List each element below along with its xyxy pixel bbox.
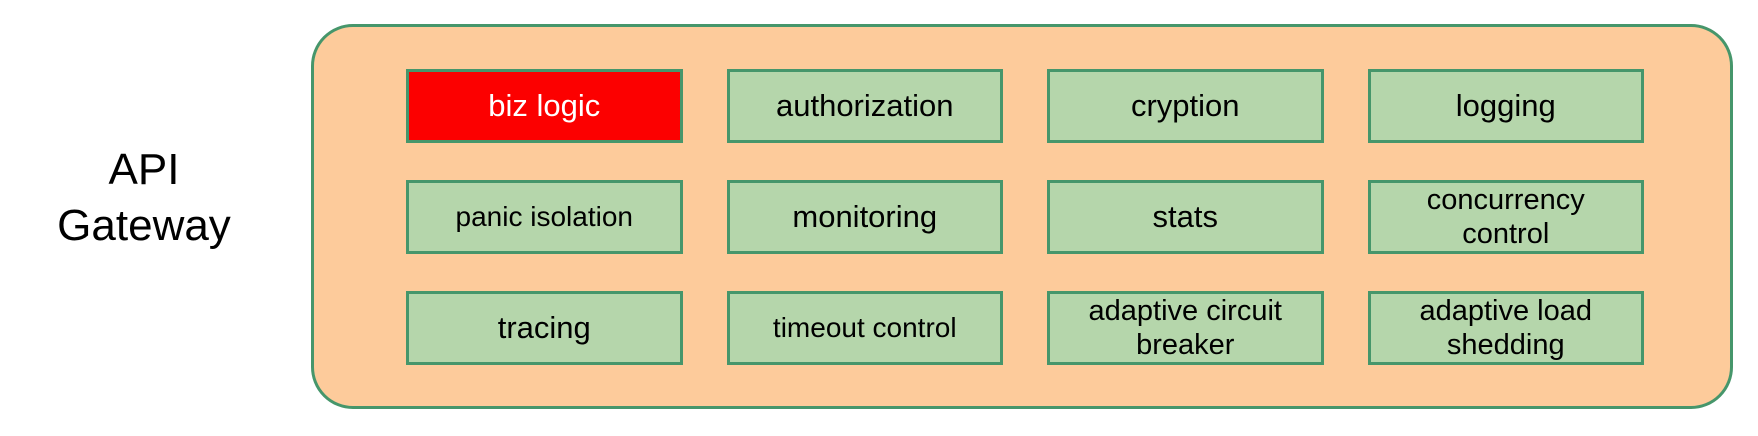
feature-box-adaptive-load-shedding[interactable]: adaptive load shedding [1367, 291, 1644, 365]
feature-box-biz-logic[interactable]: biz logic [406, 69, 683, 143]
feature-box-tracing[interactable]: tracing [406, 291, 683, 365]
feature-box-logging[interactable]: logging [1367, 69, 1644, 143]
api-gateway-container: biz logic authorization cryption logging… [311, 24, 1733, 409]
api-gateway-label: API Gateway [57, 145, 231, 250]
feature-box-cryption[interactable]: cryption [1047, 69, 1324, 143]
feature-grid: biz logic authorization cryption logging… [406, 69, 1644, 365]
feature-box-timeout-control[interactable]: timeout control [726, 291, 1003, 365]
feature-box-concurrency-control[interactable]: concurrency control [1367, 180, 1644, 254]
feature-box-monitoring[interactable]: monitoring [726, 180, 1003, 254]
feature-box-adaptive-circuit-breaker[interactable]: adaptive circuit breaker [1047, 291, 1324, 365]
feature-box-panic-isolation[interactable]: panic isolation [406, 180, 683, 254]
feature-box-stats[interactable]: stats [1047, 180, 1324, 254]
feature-box-authorization[interactable]: authorization [726, 69, 1003, 143]
